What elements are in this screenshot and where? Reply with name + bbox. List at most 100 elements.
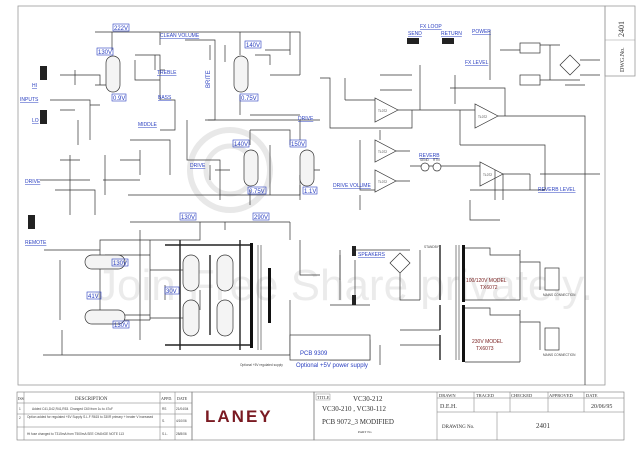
fx-send-jack xyxy=(407,38,419,44)
label-model-120-tx: TX6072 xyxy=(480,285,498,291)
rectifier-section xyxy=(329,245,441,365)
label-remote: REMOTE xyxy=(25,240,47,246)
label-mains-2: MAINS CONNECTION xyxy=(543,353,576,357)
rev-row-appd: RS xyxy=(162,407,166,411)
label-model-120: 100/120V MODEL xyxy=(466,278,507,284)
voltage-label: 130V xyxy=(181,215,195,221)
label-fx-send: SEND xyxy=(408,31,422,37)
title-line-1: VC30-212 xyxy=(353,395,383,403)
reverb-rtn-jack xyxy=(432,162,442,172)
drawing-frame xyxy=(17,5,606,386)
label-drive: DRIVE xyxy=(25,179,41,185)
opamp-4 xyxy=(374,169,397,193)
label-inputs: INPUTS xyxy=(20,97,39,103)
voltage-label: 1.1V xyxy=(304,189,316,195)
label-speakers: SPEAKERS xyxy=(358,252,386,258)
tube-v5 xyxy=(216,254,234,292)
label-pcb-9309: PCB 9309 xyxy=(300,351,328,357)
output-transformer-secondary xyxy=(268,268,271,323)
tube-v1a xyxy=(105,55,121,93)
dwg-strip xyxy=(604,5,636,77)
label-reverb-rtn: RTN xyxy=(433,158,440,162)
remote-jack xyxy=(28,215,35,229)
preamp-section xyxy=(40,31,320,215)
drawn-label: DRAWN xyxy=(439,393,456,398)
rev-row-description: Added C41,D42,R41,R53. Changed C60 from … xyxy=(32,407,113,411)
label-fx-level: FX LEVEL xyxy=(465,60,489,66)
rev-header-no: ISS xyxy=(18,396,24,401)
voltage-label: 0.75V xyxy=(249,189,265,195)
tube-v7 xyxy=(216,299,234,337)
mains-socket-1 xyxy=(544,267,560,291)
label-lo: LO xyxy=(32,118,39,124)
regulator-2 xyxy=(519,74,541,86)
opamp-label: TL072 xyxy=(478,115,487,119)
rev-row-appd: S.L. xyxy=(162,432,168,436)
opamp-label: TL072 xyxy=(378,109,387,113)
label-drive-switch: DRIVE xyxy=(298,116,314,122)
opamps: TL072 TL072 TL072 TL072 TL072 xyxy=(374,97,504,193)
tube-v4 xyxy=(182,254,200,292)
rev-row-no: 1 xyxy=(19,407,21,411)
voltage-label: 130V xyxy=(98,50,112,56)
rev-header-description: DESCRIPTION xyxy=(75,397,108,402)
label-fx-loop: FX LOOP xyxy=(420,24,442,30)
rev-row-date: 21/04/04 xyxy=(176,407,189,411)
dwg-label-side: DWG.No. xyxy=(620,47,626,72)
part-no-label: PART No xyxy=(358,430,372,434)
label-brite: BRITE xyxy=(206,70,212,88)
label-clean-volume: CLEAN VOLUME xyxy=(160,33,200,39)
mains-socket-2 xyxy=(544,327,560,351)
label-middle: MIDDLE xyxy=(138,122,158,128)
speaker-jack-2 xyxy=(352,295,356,305)
approved-label: APPROVED xyxy=(549,393,574,398)
voltage-label: 0.9V xyxy=(113,96,125,102)
regulator-section xyxy=(489,30,600,86)
dwg-number-side: 2401 xyxy=(617,21,626,37)
label-reverb-send: SEND xyxy=(420,158,430,162)
output-transformer-primary xyxy=(250,243,253,348)
voltage-label: 140V xyxy=(246,43,260,49)
label-optional-psu: Optional +5V power supply xyxy=(296,363,368,369)
tube-v1b xyxy=(233,55,249,93)
rev-row-appd: S. xyxy=(162,419,165,423)
checked-label: CHECKED xyxy=(511,393,533,398)
regulator-1 xyxy=(519,42,541,54)
drawn-value: D.E.H. xyxy=(440,404,457,410)
laney-logo: LANEY xyxy=(205,407,273,426)
label-fx-return: RETURN xyxy=(441,31,462,37)
drawing-no-value: 2401 xyxy=(536,422,551,430)
voltage-label: 130V xyxy=(113,261,127,267)
input-jack-hi xyxy=(40,66,47,80)
rev-row-no: 2 xyxy=(19,416,21,420)
label-optional-note: Optional +5V regulated supply xyxy=(240,363,283,367)
drawing-no-label: DRAWING No. xyxy=(442,425,474,430)
mains-transformer-120 xyxy=(462,245,465,302)
revision-table: ISS DESCRIPTION APPD. DATE 1 Added C41,D… xyxy=(16,391,193,441)
voltage-label: 150V xyxy=(291,142,305,148)
opamp-5 xyxy=(479,161,504,187)
label-hi: HI xyxy=(32,83,37,89)
date-label: DATE xyxy=(586,393,598,398)
fx-return-jack xyxy=(442,38,454,44)
rev-header-appd: APPD. xyxy=(161,396,172,401)
label-model-230: 230V MODEL xyxy=(472,339,503,345)
title-label: TITLE xyxy=(317,395,330,400)
title-block: TITLE VC30-212 VC30-210 , VC30-112 PCB 9… xyxy=(313,391,625,441)
voltage-labels: 222V 130V 0.9V 140V 0.75V 140V 0.75V 150… xyxy=(86,23,318,329)
label-mains-1: MAINS CONNECTION xyxy=(543,293,576,297)
opamp-2 xyxy=(474,103,499,129)
voltage-label: 41V xyxy=(88,294,99,300)
label-drive-volume: DRIVE VOLUME xyxy=(333,183,371,189)
opamp-label: TL072 xyxy=(378,150,387,154)
reverb-send-jack xyxy=(420,162,430,172)
label-reverb-level: REVERB LEVEL xyxy=(538,187,576,193)
rev-row-date: 28/8/06 xyxy=(176,432,187,436)
voltage-label: 222V xyxy=(114,26,128,32)
title-line-3: PCB 9072_3 MODIFIED xyxy=(322,418,394,426)
mains-transformer-230 xyxy=(462,305,465,362)
voltage-label: 0.75V xyxy=(241,96,257,102)
mains-section xyxy=(455,245,560,363)
voltage-label: 290V xyxy=(254,215,268,221)
